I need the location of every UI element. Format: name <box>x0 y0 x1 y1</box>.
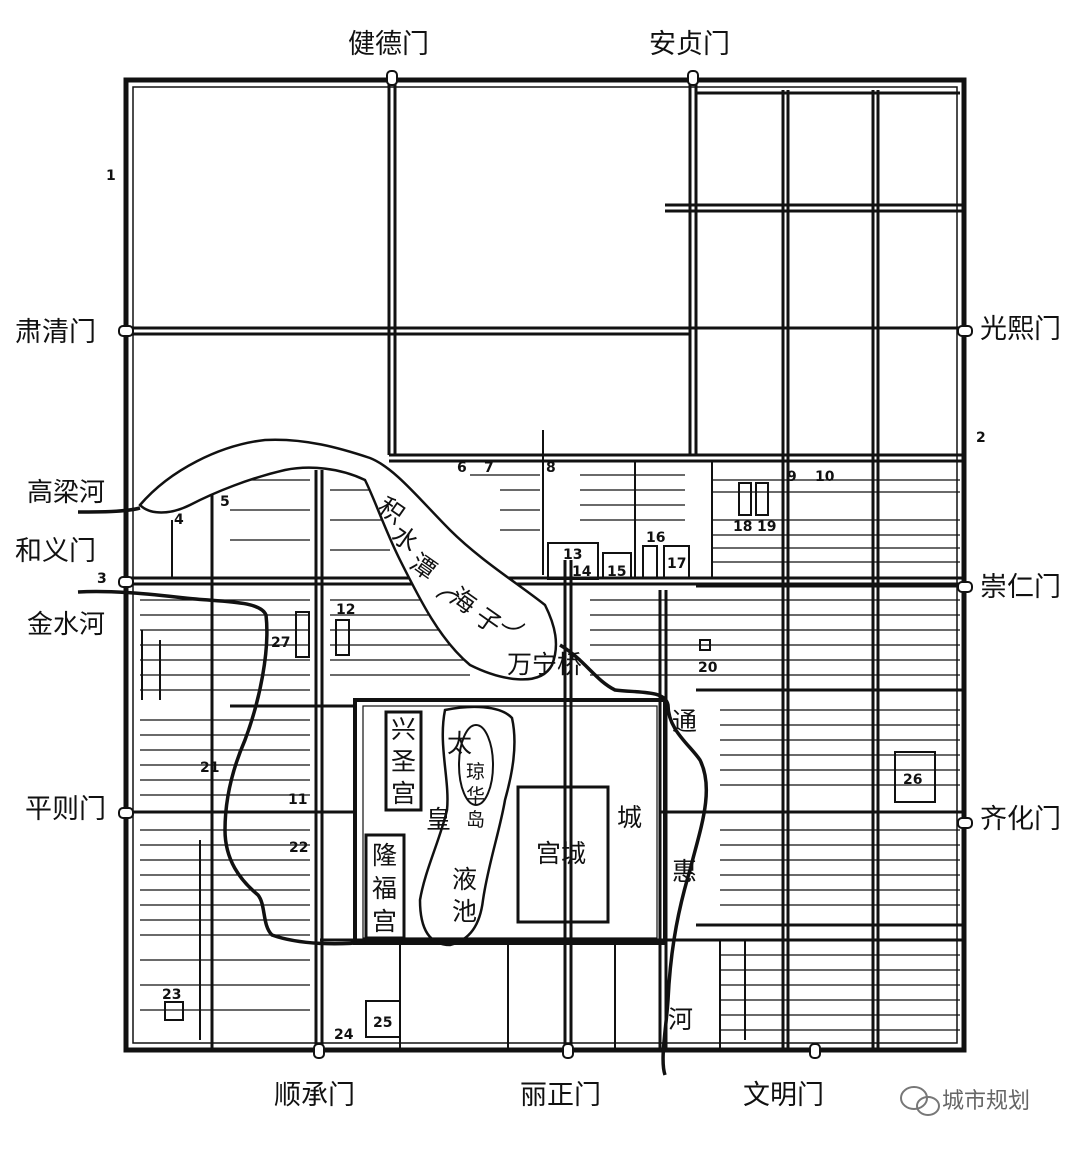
marker-5: 5 <box>220 494 230 510</box>
river-label-gaoliang: 高梁河 <box>27 478 105 508</box>
tonghui-char: 河 <box>668 1005 693 1034</box>
longfu-char: 福 <box>372 874 397 903</box>
marker-22: 22 <box>289 840 308 856</box>
marker-15: 15 <box>607 564 626 580</box>
jishuitan-char: ） <box>498 622 527 647</box>
wanning-bridge-label: 万宁桥 <box>507 650 582 679</box>
wechat-icon <box>900 1086 940 1116</box>
city-wall <box>123 77 967 1053</box>
marker-11: 11 <box>288 792 307 808</box>
site-markers: 1 2 3 4 5 6 7 8 9 10 11 12 13 14 15 16 1… <box>97 168 986 1043</box>
main-avenues <box>126 80 964 1050</box>
jishuitan-lake <box>138 438 558 681</box>
marker-16: 16 <box>646 530 665 546</box>
marker-21: 21 <box>200 760 219 776</box>
river-label-jinshui: 金水河 <box>27 610 105 640</box>
marker-19: 19 <box>757 519 776 535</box>
city-wall-inner <box>132 86 958 1044</box>
tonghui-char: 惠 <box>672 857 697 886</box>
taiye-char: 池 <box>452 897 477 926</box>
longfu-char: 宫 <box>372 907 397 936</box>
gongcheng-label: 宫城 <box>536 839 586 868</box>
jishuitan-char: （ <box>432 574 461 599</box>
marker-1: 1 <box>106 168 116 184</box>
gate-suqing: 肃清门 <box>15 317 96 348</box>
tonghui-char: 通 <box>672 707 697 736</box>
xingsheng-char: 宫 <box>391 779 416 808</box>
marker-7: 7 <box>484 460 494 476</box>
taiye-char: 液 <box>452 865 477 894</box>
longfu-palace-box <box>364 833 406 940</box>
gate-guangxi: 光熙门 <box>980 314 1061 345</box>
gate-wenming: 文明门 <box>743 1080 824 1111</box>
marker-2: 2 <box>976 430 986 446</box>
gate-markers <box>118 70 973 1059</box>
tonghui-river <box>559 643 709 1076</box>
marker-14: 14 <box>572 564 592 580</box>
gate-lizheng: 丽正门 <box>520 1080 601 1111</box>
qionghua-char: 岛 <box>466 809 485 831</box>
marker-4: 4 <box>174 512 184 528</box>
qionghua-char: 琼 <box>466 761 485 783</box>
gate-jiande: 健德门 <box>348 29 429 60</box>
marker-27: 27 <box>271 635 290 651</box>
imperial-city-wall <box>353 698 667 945</box>
jinshui-river <box>77 589 366 946</box>
marker-24: 24 <box>334 1027 354 1043</box>
palace-city <box>516 785 610 924</box>
gate-anzhen: 安贞门 <box>649 29 730 60</box>
xingsheng-char: 圣 <box>391 747 416 776</box>
marker-13: 13 <box>563 547 582 563</box>
huangcheng-char: 皇 <box>426 805 451 834</box>
site-buildings <box>164 482 936 1038</box>
taiye-char: 太 <box>447 729 472 758</box>
longfu-char: 隆 <box>372 841 397 870</box>
xingsheng-palace-box <box>384 710 423 812</box>
qionghua-char: 华 <box>466 785 485 807</box>
gate-chongren: 崇仁门 <box>980 572 1061 603</box>
marker-23: 23 <box>162 987 181 1003</box>
watermark: 城市规划 <box>900 1086 1030 1116</box>
marker-18: 18 <box>733 519 752 535</box>
marker-6: 6 <box>457 460 467 476</box>
marker-25: 25 <box>373 1015 392 1031</box>
hutong-lanes <box>140 474 960 1031</box>
xingsheng-char: 兴 <box>391 715 416 744</box>
imperial-city-wall-inner <box>362 705 658 939</box>
marker-12: 12 <box>336 602 355 618</box>
gate-qihua: 齐化门 <box>980 804 1061 835</box>
marker-8: 8 <box>546 460 556 476</box>
gaoliang-river <box>77 506 141 514</box>
qionghua-island <box>458 724 494 806</box>
marker-10: 10 <box>815 469 835 485</box>
marker-9: 9 <box>787 469 797 485</box>
taiye-pool <box>418 705 516 947</box>
marker-3: 3 <box>97 571 107 587</box>
marker-26: 26 <box>903 772 922 788</box>
gate-pingze: 平则门 <box>25 794 106 825</box>
gate-heyi: 和义门 <box>15 536 96 567</box>
watermark-text: 城市规划 <box>942 1089 1030 1114</box>
marker-20: 20 <box>698 660 718 676</box>
gate-shuncheng: 顺承门 <box>274 1080 355 1111</box>
marker-17: 17 <box>667 556 686 572</box>
huangcheng-char: 城 <box>617 803 642 832</box>
